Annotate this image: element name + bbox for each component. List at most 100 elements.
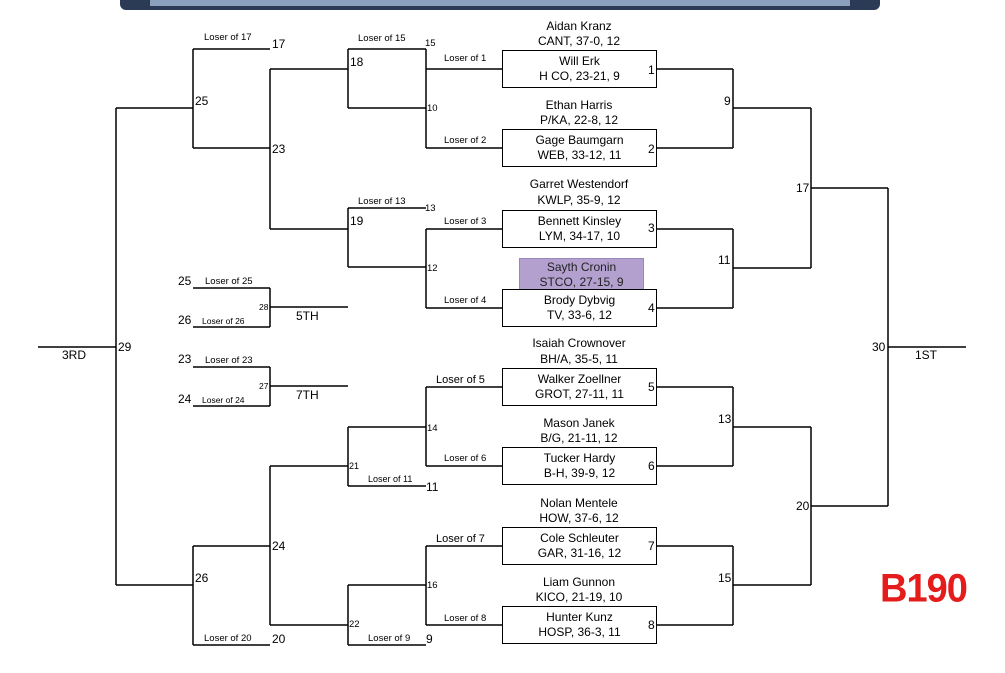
- loser-number: 25: [178, 274, 192, 288]
- wrestler-info: LYM, 34-17, 10: [538, 229, 621, 243]
- loser-label: Loser of 4: [444, 295, 487, 306]
- loser-label: Loser of 8: [444, 613, 487, 624]
- bout-number: 6: [648, 459, 655, 473]
- placement-label: 7TH: [296, 388, 319, 402]
- wrestler-name: Hunter Kunz: [546, 610, 613, 624]
- bout-number: 15: [718, 571, 732, 585]
- loser-label: Loser of 17: [204, 32, 252, 43]
- wrestler-name: Sayth Cronin: [546, 260, 617, 274]
- weight-class-label: B190: [880, 566, 968, 612]
- bout-number: 12: [427, 263, 438, 274]
- loser-label: Loser of 6: [444, 453, 487, 464]
- wrestler-name: Will Erk: [559, 54, 600, 68]
- loser-number: 23: [178, 352, 192, 366]
- placement-label: 1ST: [915, 348, 938, 362]
- bout-number: 1: [648, 63, 655, 77]
- bout-number: 14: [427, 423, 438, 434]
- loser-label: Loser of 15: [358, 33, 406, 44]
- wrestler-info: HOSP, 36-3, 11: [538, 625, 621, 639]
- bout-number: 11: [718, 253, 731, 267]
- wrestler-info: GAR, 31-16, 12: [537, 546, 622, 560]
- match-box: Cole Schleuter GAR, 31-16, 12: [502, 527, 657, 565]
- bout-number: 23: [272, 142, 286, 156]
- bout-number: 7: [648, 539, 655, 553]
- bout-number: 20: [796, 499, 810, 513]
- wrestler-info: CANT, 37-0, 12: [537, 34, 621, 48]
- bout-number: 16: [427, 580, 438, 591]
- wrestler-name: Nolan Mentele: [540, 496, 618, 510]
- wrestler-name: Brody Dybvig: [543, 293, 616, 307]
- loser-number: 15: [425, 38, 436, 49]
- bout-number: 2: [648, 142, 655, 156]
- bout-number: 9: [724, 94, 731, 108]
- loser-number: 13: [425, 203, 436, 214]
- loser-label: Loser of 5: [436, 374, 485, 386]
- bout-number: 26: [195, 571, 209, 585]
- highlighted-wrestler: Sayth Cronin STCO, 27-15, 9: [519, 258, 644, 290]
- bout-number: 5: [648, 380, 655, 394]
- wrestler-name: Bennett Kinsley: [537, 214, 622, 228]
- wrestler-info: TV, 33-6, 12: [547, 308, 612, 322]
- bout-number: 17: [796, 181, 810, 195]
- wrestler-name: Liam Gunnon: [542, 575, 616, 589]
- bout-number: 27: [259, 381, 269, 391]
- loser-label: Loser of 25: [205, 276, 253, 287]
- loser-label: Loser of 7: [436, 533, 485, 545]
- bout-number: 28: [259, 302, 269, 312]
- match-box: Brody Dybvig TV, 33-6, 12: [502, 289, 657, 327]
- bout-number: 24: [272, 539, 286, 553]
- wrestler-name: Isaiah Crownover: [532, 336, 626, 350]
- bout-number: 8: [648, 618, 655, 632]
- bout-number: 13: [718, 412, 732, 426]
- match-box: Walker Zoellner GROT, 27-11, 11: [502, 368, 657, 406]
- loser-label: Loser of 23: [205, 355, 253, 366]
- bout-number: 4: [648, 301, 655, 315]
- wrestler-name: Cole Schleuter: [540, 531, 619, 545]
- match-box: Tucker Hardy B-H, 39-9, 12: [502, 447, 657, 485]
- bout-number: 29: [118, 340, 132, 354]
- wrestler-info: WEB, 33-12, 11: [537, 148, 622, 162]
- wrestler-name: Aidan Kranz: [546, 19, 612, 33]
- bracket-line-group: [38, 48, 966, 646]
- bout-number: 22: [349, 619, 360, 630]
- match-box: Bennett Kinsley LYM, 34-17, 10: [502, 210, 657, 248]
- loser-label: Loser of 24: [202, 395, 245, 405]
- bout-number: 18: [350, 55, 364, 69]
- wrestler-name: Tucker Hardy: [543, 451, 616, 465]
- match-box: Gage Baumgarn WEB, 33-12, 11: [502, 129, 657, 167]
- wrestler-info: KWLP, 35-9, 12: [537, 193, 621, 207]
- loser-label: Loser of 2: [444, 135, 487, 146]
- loser-number: 17: [272, 37, 286, 51]
- loser-number: 11: [426, 480, 439, 494]
- loser-label: Loser of 9: [368, 633, 411, 644]
- wrestler-name: Gage Baumgarn: [535, 133, 624, 147]
- wrestler-name: Walker Zoellner: [537, 372, 622, 386]
- wrestler-info: STCO, 27-15, 9: [539, 275, 624, 289]
- loser-label: Loser of 1: [444, 53, 487, 64]
- wrestler-name: Mason Janek: [543, 416, 615, 430]
- wrestler-info: P/KA, 22-8, 12: [539, 113, 619, 127]
- wrestler-name: Garret Westendorf: [529, 177, 629, 191]
- wrestler-info: B/G, 21-11, 12: [540, 431, 618, 445]
- bout-number: 10: [427, 103, 438, 114]
- loser-label: Loser of 26: [202, 316, 245, 326]
- loser-number: 26: [178, 313, 192, 327]
- wrestler-info: BH/A, 35-5, 11: [540, 352, 618, 366]
- wrestler-info: GROT, 27-11, 11: [535, 387, 624, 401]
- match-box: Hunter Kunz HOSP, 36-3, 11: [502, 606, 657, 644]
- bout-number: 19: [350, 214, 364, 228]
- loser-number: 9: [426, 632, 433, 646]
- wrestler-info: B-H, 39-9, 12: [543, 466, 616, 480]
- wrestler-name: Ethan Harris: [545, 98, 613, 112]
- loser-label: Loser of 11: [368, 474, 413, 484]
- loser-number: 20: [272, 632, 286, 646]
- bout-number: 21: [349, 461, 360, 471]
- loser-label: Loser of 13: [358, 196, 406, 207]
- loser-number: 24: [178, 392, 192, 406]
- loser-label: Loser of 3: [444, 216, 487, 227]
- placement-label: 3RD: [62, 348, 87, 362]
- loser-label: Loser of 20: [204, 633, 252, 644]
- bout-number: 30: [872, 340, 886, 354]
- header-banner: [120, 0, 880, 14]
